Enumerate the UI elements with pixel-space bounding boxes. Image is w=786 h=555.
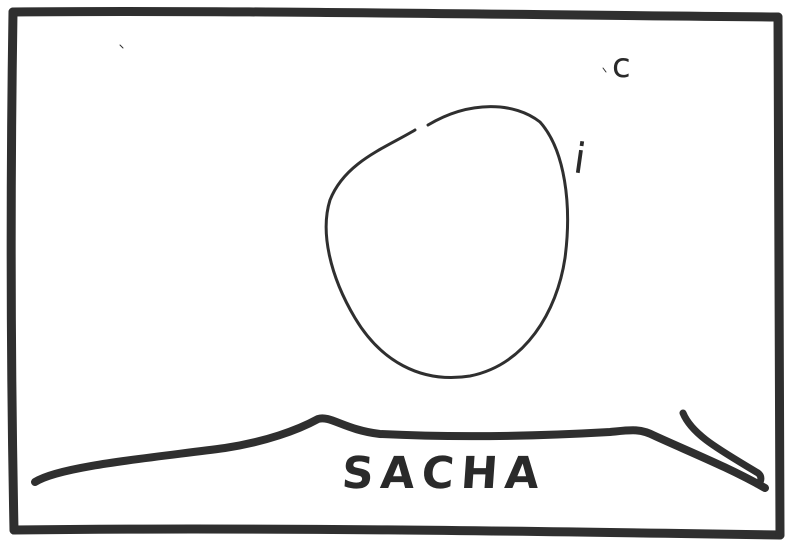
frame-right-line	[778, 17, 780, 535]
stray-mark	[603, 68, 606, 72]
note-c-label: c	[612, 46, 631, 86]
head-outline	[326, 107, 567, 378]
frame-left-line	[11, 12, 14, 530]
shoulder-tail	[683, 413, 761, 484]
frame-top-line	[13, 11, 778, 17]
frame-bottom-line	[14, 529, 780, 535]
stray-mark	[120, 45, 123, 48]
sketch-title: SACHA	[340, 448, 547, 499]
